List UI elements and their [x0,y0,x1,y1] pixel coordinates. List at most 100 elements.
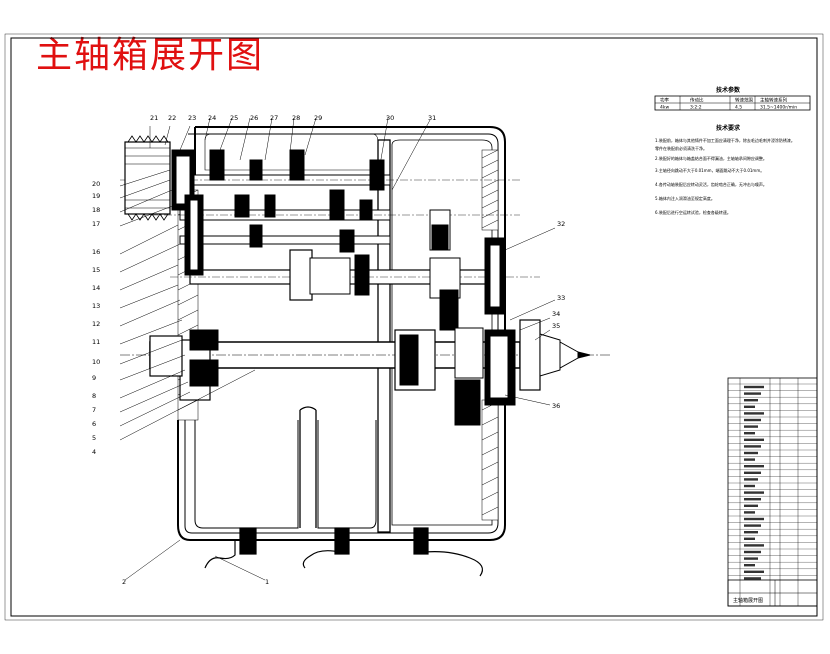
bom-cell [744,491,764,494]
bom-cell [744,445,761,448]
part-label: 12 [92,320,100,328]
bom-cell [744,432,755,435]
part-label: 22 [168,114,176,122]
part-labels-right: 32 33 34 35 36 [552,220,565,410]
drawing-title: 主轴箱展开图 [36,35,265,76]
bom-cell [744,504,758,507]
tech-params-value: 3:2:2 [690,105,702,111]
tech-params-header: 转速范围 [735,97,753,104]
part-label: 23 [188,114,196,122]
spindle-nose [149,319,591,391]
bom-cell [744,399,758,402]
bom-cell [744,451,758,455]
bom-cell [744,517,764,521]
part-label: 2 [122,578,126,586]
bom-cell [744,405,755,408]
tech-params-text: 技术参数功率 传动比 转速范围主轴转速系列 4kw 3:2:2 4.5 31.5~1400r… [660,86,797,111]
bom-cell [744,425,758,428]
part-label: 11 [92,338,100,346]
tech-req-line: 零件在装配前必须清洗干净。 [655,145,707,151]
part-label: 6 [92,420,96,428]
bom-cell [744,471,761,474]
part-label: 34 [552,310,560,318]
gears [179,149,516,426]
part-label: 18 [92,206,100,214]
tech-req-line: 3.主轴径向跳动不大于0.01mm，端面跳动不大于0.01mm。 [655,167,764,173]
tech-req-line: 1.装配前，箱体与其他铸件不加工面应清理干净，除去毛边毛刺并浸涂防锈漆。 [655,137,795,143]
part-label: 21 [150,114,158,122]
bom-cell [744,544,764,547]
part-label: 30 [386,114,394,122]
part-label: 35 [552,322,560,330]
tech-params-value: 4.5 [735,105,742,111]
bom-table [727,377,818,607]
bom-cell [744,537,755,540]
tech-req-line: 4.各传动轴装配后应转动灵活，齿轮啮合正确，无冲击与噪声。 [655,181,767,187]
part-label: 27 [270,114,278,122]
tech-req-line: 5.箱体内注入润滑油至规定高度。 [655,195,715,201]
part-label: 13 [92,302,100,310]
tech-req-line: 6.装配后进行空运转试验，检查各级转速。 [655,209,731,215]
tech-req-heading: 技术要求 [716,124,741,132]
bom-cell [744,418,761,422]
title-block [727,579,818,607]
bom-cell [744,531,758,534]
sheet-outer-border [4,33,824,621]
tech-params-header: 传动比 [690,97,704,104]
pulley [124,135,195,221]
part-label: 1 [265,578,269,586]
tech-params-value: 4kw [660,105,669,111]
part-label: 5 [92,434,96,442]
bom-cell [744,465,764,468]
sheet-border [10,37,818,617]
part-label: 33 [557,294,565,302]
bom-rows [728,383,817,580]
bom-cell [744,511,755,514]
part-labels-top: 21 22 23 24 25 26 27 28 29 30 31 [150,114,436,122]
tech-params-heading: 技术参数 [716,86,741,94]
part-label: 14 [92,284,100,292]
bom-cell [744,484,755,488]
part-label: 20 [92,180,100,188]
part-label: 19 [92,192,100,200]
part-label: 8 [92,392,96,400]
bom-cell [744,577,761,580]
part-label: 29 [314,114,322,122]
tech-params-table [654,95,811,111]
part-label: 16 [92,248,100,256]
part-label: 32 [557,220,565,228]
bom-cell [744,458,755,461]
part-label: 10 [92,358,100,366]
bom-cell [744,498,761,501]
bom-cell [744,550,761,554]
bom-cell [744,564,755,567]
part-label: 31 [428,114,436,122]
tech-params-header: 功率 [660,97,669,104]
title-block-name: 主轴箱展开图 [733,597,763,604]
part-label: 24 [208,114,216,122]
bom-cell [744,524,761,527]
tech-requirements: 技术要求 1.装配前，箱体与其他铸件不加工面应清理干净，除去毛边毛刺并浸涂防锈漆。… [655,124,795,215]
bom-cell [744,392,761,395]
part-label: 28 [292,114,300,122]
bom-cell [744,557,758,560]
part-label: 26 [250,114,258,122]
leader-lines [119,117,556,581]
bom-cell [744,438,764,441]
bom-cell [744,385,764,389]
bom-cell [744,412,764,415]
bom-cell [744,478,758,481]
part-label: 7 [92,406,96,414]
part-label: 25 [230,114,238,122]
tech-params-header: 主轴转速系列 [760,97,787,104]
tech-params-value: 31.5~1400r/min [760,105,797,111]
part-label: 36 [552,402,560,410]
bom-cell [744,570,764,573]
part-label: 4 [92,448,96,456]
part-label: 9 [92,374,96,382]
part-label: 17 [92,220,100,228]
